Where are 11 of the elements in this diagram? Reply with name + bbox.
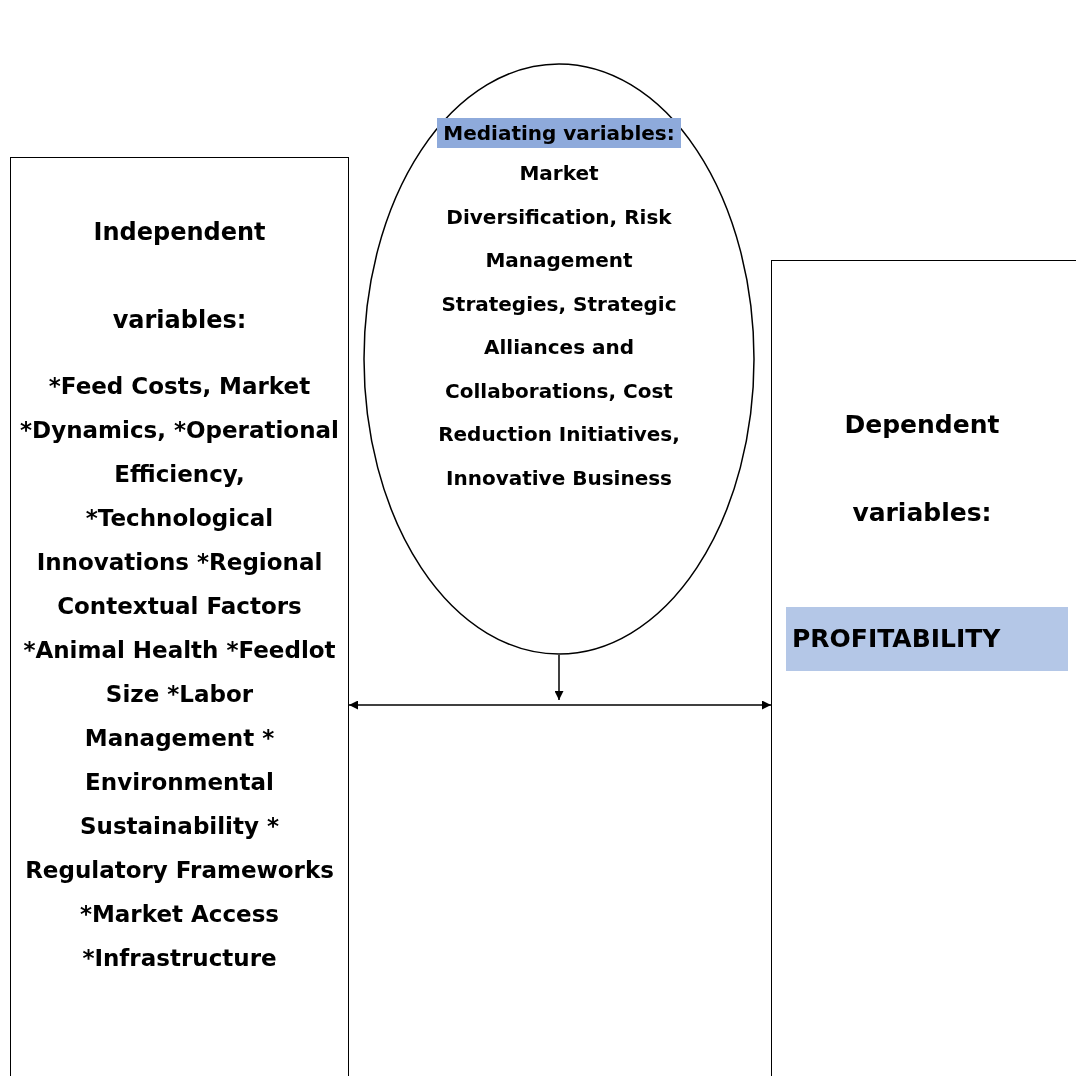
mediator-list: Market Diversification, Risk Management Strategies, Strategic Alliances and Collaborations, Cost Reduction Initiatives, Innovative Business — [433, 152, 685, 500]
arrow — [554, 654, 564, 701]
mediator-ellipse — [363, 63, 755, 655]
variable-box — [10, 157, 349, 1076]
heading-text: Dependent variables: — [843, 409, 1001, 529]
arrow — [348, 700, 772, 710]
variable-list: *Feed Costs, Market *Dynamics, *Operational Efficiency, *Technological Innovations *Regional Contextual Factors *Animal Health *Feedlot Size *Labor Management * Environmental Sustainability * Regulatory Frameworks *Market Access *Infrastructure — [19, 364, 340, 980]
variable-box — [771, 260, 1076, 1076]
heading-text: Independent variables: — [92, 217, 267, 336]
outcome-label: PROFITABILITY — [786, 607, 1068, 671]
highlighted-heading: Mediating variables: — [437, 118, 681, 148]
